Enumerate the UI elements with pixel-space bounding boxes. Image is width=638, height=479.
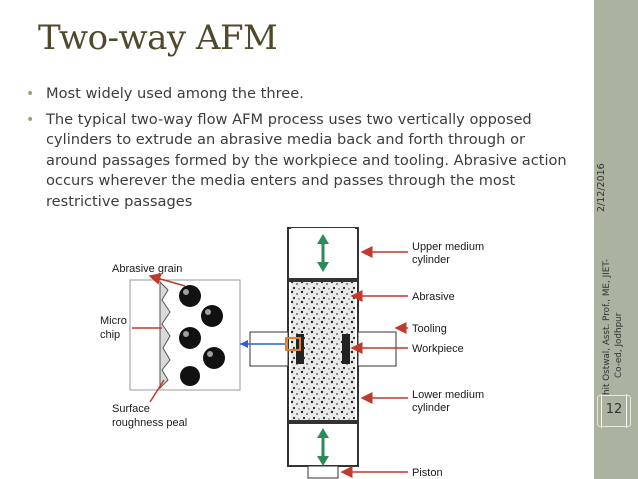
label-upper-line1: Upper medium (412, 241, 484, 253)
bullet-list: • Most widely used among the three. • Th… (22, 84, 574, 217)
label-lower-line1: Lower medium (412, 389, 484, 401)
grain-circle (179, 285, 201, 307)
upper-piston-plate (288, 278, 358, 282)
slide-author: Mohit Ostwal, Asst. Prof., ME, JIET- Co-… (601, 168, 635, 408)
author-line2: Co-ed, Jodhpur (614, 312, 624, 378)
page-number: 12 (605, 402, 623, 417)
flow-arrow-bottom-head (317, 428, 329, 438)
grain-closeup (129, 279, 241, 391)
left-labels: Abrasive grain Micro chip Surface roughn… (100, 263, 187, 429)
grain-circle (179, 327, 201, 349)
tooling-right (357, 331, 397, 367)
label-upper-line2: cylinder (412, 254, 450, 266)
bullet-item: • Most widely used among the three. (22, 84, 574, 105)
tooling-left (249, 331, 289, 367)
label-tooling: Tooling (412, 323, 447, 335)
label-workpiece: Workpiece (412, 343, 464, 355)
label-lower-line2: cylinder (412, 402, 450, 414)
grain-circle (180, 366, 200, 386)
page-number-box: 12 (597, 394, 631, 428)
afm-diagram: Abrasive grain Micro chip Surface roughn… (90, 220, 490, 479)
flow-arrow-bottom-head2 (317, 456, 329, 466)
label-micro-chip-line1: Micro (100, 315, 127, 327)
flow-arrow-top-head2 (317, 262, 329, 272)
grain-highlight (183, 289, 189, 295)
workpiece-right (342, 334, 350, 364)
label-surface-line2: roughness peal (112, 417, 187, 429)
label-micro-chip-line2: chip (100, 329, 120, 341)
surface-profile (159, 280, 171, 390)
grain-circle (201, 305, 223, 327)
right-labels: Upper medium cylinder Abrasive Tooling W… (340, 241, 484, 479)
bullet-marker: • (26, 86, 35, 102)
afm-diagram-svg: Abrasive grain Micro chip Surface roughn… (100, 227, 484, 479)
bullet-item: • The typical two-way flow AFM process u… (22, 110, 574, 213)
grain-circle (203, 347, 225, 369)
piston-rod (307, 465, 339, 479)
highlight-box (285, 337, 301, 351)
slide-title: Two-way AFM (38, 18, 278, 58)
label-piston: Piston (412, 467, 443, 479)
cylinder-assembly (240, 227, 397, 479)
grain-highlight (205, 309, 211, 315)
bullet-marker: • (26, 111, 35, 128)
bullet-text: The typical two-way flow AFM process use… (46, 110, 567, 210)
flow-arrow-top-head (317, 234, 329, 244)
arrow-surface (149, 379, 165, 403)
author-line1: Mohit Ostwal, Asst. Prof., ME, JIET- (602, 258, 612, 408)
label-surface-line1: Surface (112, 403, 150, 415)
blue-arrowhead (240, 340, 248, 348)
label-abrasive-grain: Abrasive grain (112, 263, 182, 275)
bullet-text: Most widely used among the three. (46, 85, 304, 102)
grain-highlight (183, 331, 189, 337)
grain-highlight (207, 351, 213, 357)
label-abrasive: Abrasive (412, 291, 455, 303)
arrow-abrasive-grain (148, 273, 186, 287)
lower-piston-plate (288, 420, 358, 424)
